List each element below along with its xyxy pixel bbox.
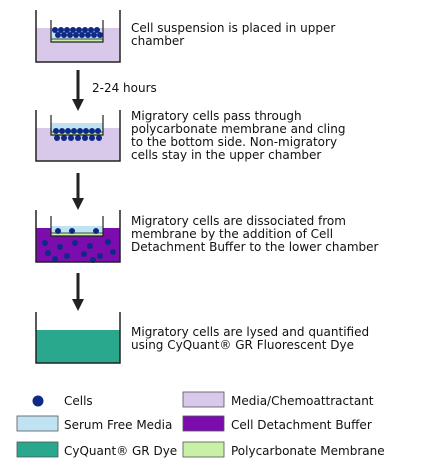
step-4-chamber	[35, 312, 121, 364]
step-4-cyquant-fill	[36, 330, 120, 363]
step-2-well-outline	[35, 110, 121, 162]
legend-swatch-cyquant	[16, 441, 59, 458]
legend-swatch-membrane	[182, 441, 225, 458]
step-3-cells-top	[55, 228, 99, 234]
step-3-chamber	[35, 210, 121, 263]
legend-label-cells: Cells	[64, 394, 93, 408]
step-3-description: Migratory cells are dissociated from mem…	[131, 215, 379, 254]
legend	[16, 391, 225, 458]
step-2-chamber	[35, 110, 121, 162]
step-4-description: Migratory cells are lysed and quantified…	[131, 326, 369, 352]
time-label: 2-24 hours	[92, 81, 157, 95]
step-2-line-3: to the bottom side. Non-migratory	[131, 135, 338, 149]
arrow-3	[72, 273, 84, 311]
legend-label-membrane: Polycarbonate Membrane	[231, 444, 385, 458]
legend-label-serum-free: Serum Free Media	[64, 418, 173, 432]
arrow-1	[72, 70, 84, 111]
step-3-insert-serum-fill	[51, 226, 103, 233]
step-1-cells	[52, 27, 103, 38]
step-2-cells-bottom	[54, 135, 102, 141]
step-3-cells-dissociated	[42, 239, 116, 263]
arrow-2	[72, 173, 84, 210]
legend-swatch-detachment	[182, 415, 225, 432]
step-2-description: Migratory cells pass through polycarbona…	[131, 110, 345, 162]
step-1-description: Cell suspension is placed in upper chamb…	[131, 22, 335, 48]
step-4-line-1: Migratory cells are lysed and quantified	[131, 325, 370, 339]
step-1-line-1: Cell suspension is placed in upper	[131, 21, 336, 35]
step-4-line-2: using CyQuant® GR Fluorescent Dye	[131, 338, 355, 352]
step-1-insert-outline	[50, 20, 104, 43]
cell-dot-icon	[32, 395, 44, 407]
legend-swatch-media	[182, 391, 225, 408]
step-1-chamber	[35, 10, 121, 63]
legend-label-media: Media/Chemoattractant	[231, 394, 374, 408]
arrow-1-time-label: 2-24 hours	[92, 82, 157, 95]
step-3-well-outline	[35, 210, 121, 263]
step-2-insert-serum-fill	[51, 123, 103, 131]
step-2-insert-outline	[50, 115, 104, 136]
step-2-line-4: cells stay in the upper chamber	[131, 148, 322, 162]
step-2-cells-top	[53, 128, 101, 134]
step-3-insert-outline	[50, 216, 104, 237]
step-2-line-1: Migratory cells pass through	[131, 109, 302, 123]
step-3-line-2: membrane by the addition of Cell	[131, 227, 334, 241]
legend-label-cyquant: CyQuant® GR Dye	[64, 444, 178, 458]
step-3-line-1: Migratory cells are dissociated from	[131, 214, 346, 228]
step-1-well-outline	[35, 10, 121, 63]
legend-swatch-serum-free	[16, 415, 59, 432]
step-3-line-3: Detachment Buffer to the lower chamber	[131, 240, 379, 254]
step-2-line-2: polycarbonate membrane and cling	[131, 122, 346, 136]
legend-label-detachment: Cell Detachment Buffer	[231, 418, 372, 432]
step-4-well-outline	[35, 312, 121, 364]
step-1-line-2: chamber	[131, 34, 185, 48]
